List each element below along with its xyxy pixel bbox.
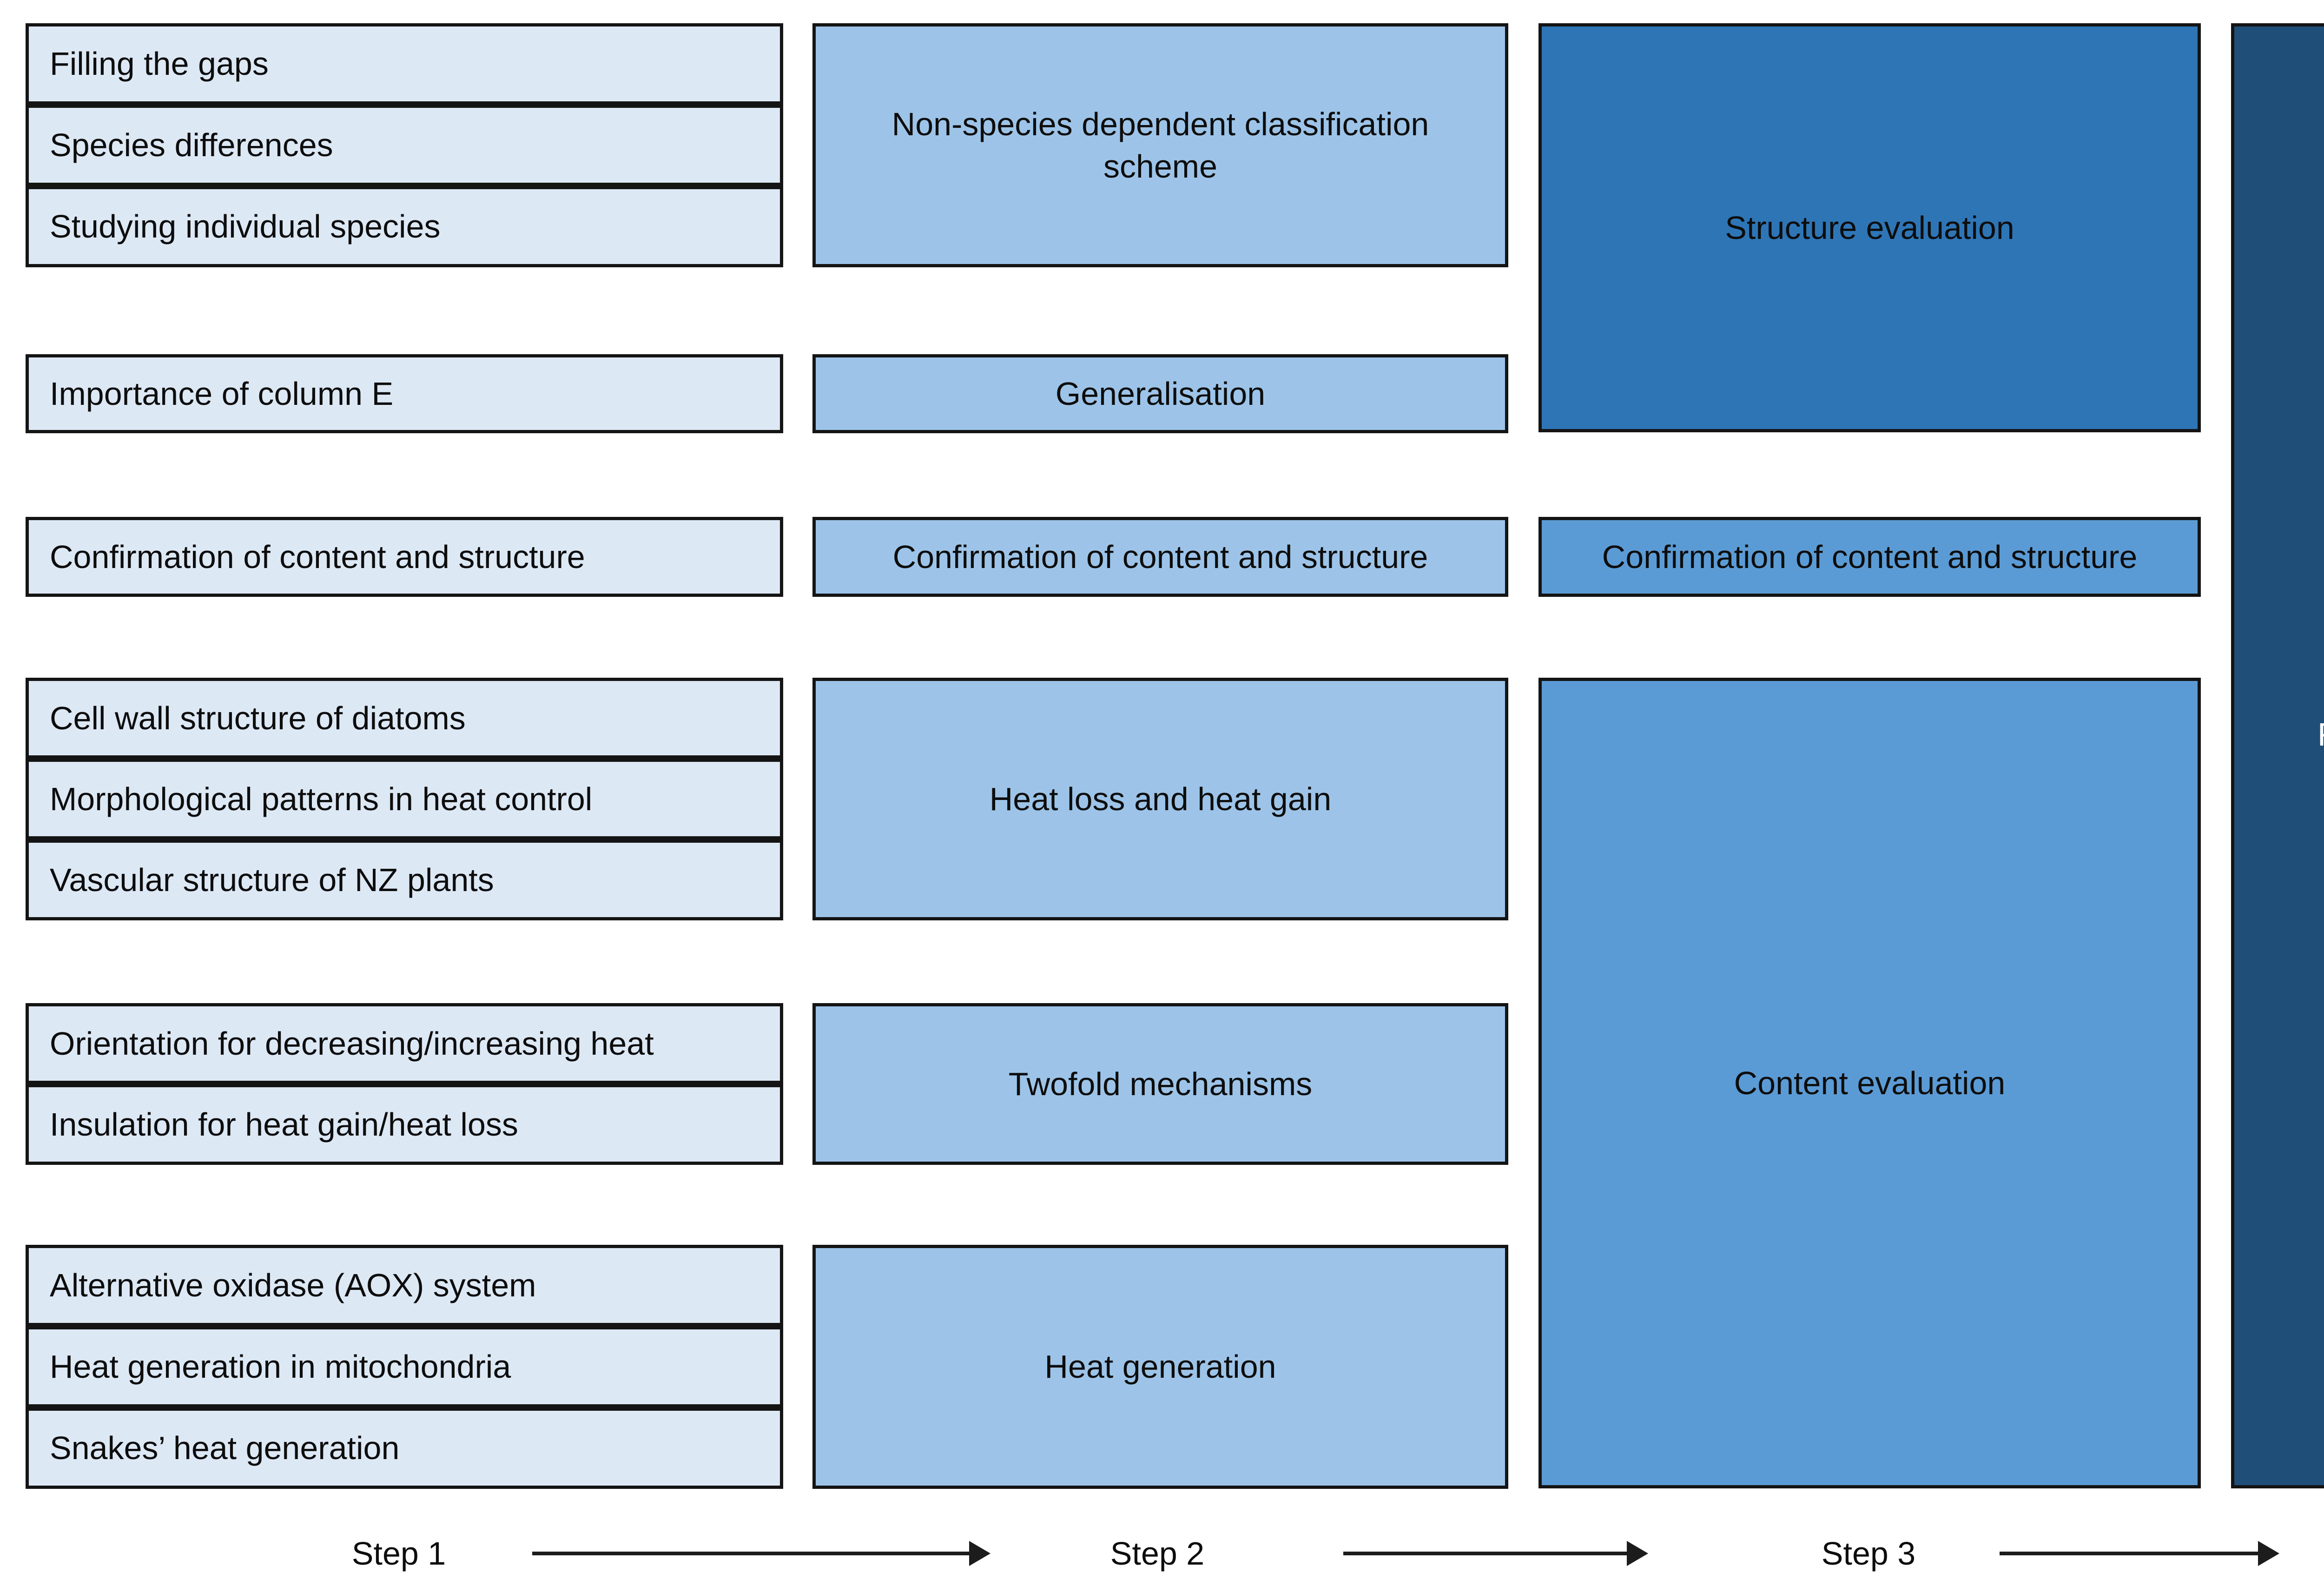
step4-evaluation-box: Framework evaluation xyxy=(2231,23,2324,1488)
step1-topic-label: Filling the gaps xyxy=(50,46,269,82)
step1-topic-box: Vascular structure of NZ plants xyxy=(26,839,783,920)
step1-topic-box: Studying individual species xyxy=(26,186,783,267)
step2-category-label: Twofold mechanisms xyxy=(1008,1065,1313,1102)
step4-column: Framework evaluation xyxy=(2231,0,2324,1586)
step1-topic-box: Morphological patterns in heat control xyxy=(26,759,783,839)
step1-to-step2-arrow xyxy=(532,1541,990,1566)
step2-category-box: Generalisation xyxy=(812,354,1508,433)
step3-axis-label: Step 3 xyxy=(1821,1535,1916,1572)
step2-category-label: Confirmation of content and structure xyxy=(892,538,1428,575)
step2-category-box: Heat loss and heat gain xyxy=(812,678,1508,920)
step2-category-label: Heat loss and heat gain xyxy=(989,780,1332,817)
step2-category-box: Non-species dependent classification sch… xyxy=(812,23,1508,267)
step3-evaluation-box: Content evaluation xyxy=(1538,678,2201,1488)
step3-evaluation-label: Confirmation of content and structure xyxy=(1602,538,2138,575)
step2-category-box: Heat generation xyxy=(812,1245,1508,1489)
step1-topic-label: Heat generation in mitochondria xyxy=(50,1348,511,1385)
step3-evaluation-box: Structure evaluation xyxy=(1538,23,2201,432)
step3-evaluation-box: Confirmation of content and structure xyxy=(1538,517,2201,597)
step2-category-label: Heat generation xyxy=(1044,1348,1276,1385)
step1-topic-box: Alternative oxidase (AOX) system xyxy=(26,1245,783,1326)
step1-topic-label: Insulation for heat gain/heat loss xyxy=(50,1106,518,1143)
step2-category-box: Confirmation of content and structure xyxy=(812,517,1508,597)
step1-topic-label: Importance of column E xyxy=(50,375,394,412)
step2-column: Non-species dependent classification sch… xyxy=(812,0,1508,1586)
arrow-head-icon xyxy=(1627,1541,1648,1566)
step1-topic-label: Vascular structure of NZ plants xyxy=(50,861,494,898)
step2-category-box: Twofold mechanisms xyxy=(812,1003,1508,1165)
step1-topic-label: Species differences xyxy=(50,127,333,163)
step1-topic-label: Studying individual species xyxy=(50,208,441,245)
step1-topic-box: Confirmation of content and structure xyxy=(26,517,783,597)
step1-topic-box: Snakes’ heat generation xyxy=(26,1408,783,1489)
step1-topic-label: Morphological patterns in heat control xyxy=(50,780,593,817)
step1-topic-box: Species differences xyxy=(26,105,783,186)
step1-topic-label: Confirmation of content and structure xyxy=(50,538,585,575)
step1-topic-label: Snakes’ heat generation xyxy=(50,1430,400,1466)
step2-category-label: Generalisation xyxy=(1055,375,1266,412)
step1-topic-label: Orientation for decreasing/increasing he… xyxy=(50,1025,654,1062)
step1-topic-label: Alternative oxidase (AOX) system xyxy=(50,1267,536,1303)
arrow-head-icon xyxy=(969,1541,990,1566)
step3-column: Structure evaluation Confirmation of con… xyxy=(1538,0,2201,1586)
step1-topic-label: Cell wall structure of diatoms xyxy=(50,700,466,736)
step1-topic-box: Heat generation in mitochondria xyxy=(26,1326,783,1408)
step1-topic-box: Importance of column E xyxy=(26,354,783,433)
step3-evaluation-label: Structure evaluation xyxy=(1725,209,2014,246)
step2-axis-label: Step 2 xyxy=(1110,1535,1205,1572)
step3-evaluation-label: Content evaluation xyxy=(1734,1064,2006,1101)
step3-to-step4-arrow xyxy=(2000,1541,2279,1566)
step1-topic-box: Orientation for decreasing/increasing he… xyxy=(26,1003,783,1084)
step2-to-step3-arrow xyxy=(1343,1541,1648,1566)
step4-evaluation-label: Framework evaluation xyxy=(2253,714,2324,798)
step1-topic-box: Filling the gaps xyxy=(26,23,783,105)
step1-column: Filling the gaps Species differences Stu… xyxy=(26,0,783,1586)
arrow-head-icon xyxy=(2258,1541,2279,1566)
step2-category-label: Non-species dependent classification sch… xyxy=(891,106,1429,185)
step1-topic-box: Cell wall structure of diatoms xyxy=(26,678,783,759)
step1-topic-box: Insulation for heat gain/heat loss xyxy=(26,1084,783,1165)
step1-axis-label: Step 1 xyxy=(351,1535,446,1572)
